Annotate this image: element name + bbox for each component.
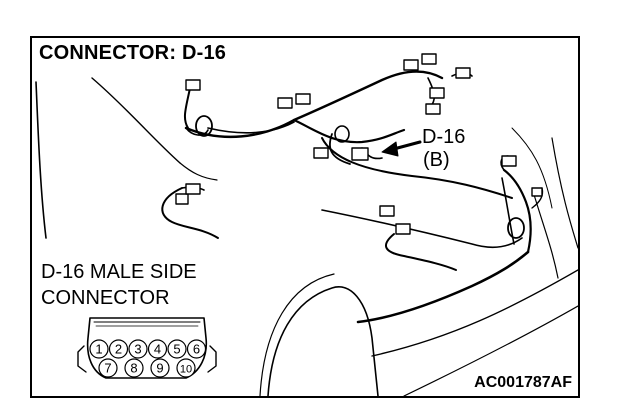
connector-block (425, 103, 441, 115)
wheel-arch-outline (259, 273, 335, 396)
connector-block (395, 223, 411, 235)
connector-block (313, 147, 329, 159)
body-panel-line (531, 187, 559, 279)
connector-pin-circle (186, 339, 207, 359)
connector-pin-number: 1 (95, 342, 102, 357)
connector-pin-circle (89, 339, 109, 359)
connector-pin-circle (128, 339, 148, 359)
connector-block (277, 97, 293, 109)
side-label-line2: CONNECTOR (41, 287, 170, 309)
wire-harness (184, 70, 444, 138)
body-panel-line (511, 127, 553, 209)
connector-block (175, 193, 189, 205)
wire-harness (161, 187, 219, 239)
connector-block (185, 183, 201, 195)
diagram-title: CONNECTOR: D-16 (39, 42, 227, 64)
connector-pin-circle (98, 358, 118, 378)
body-panel-line (35, 81, 47, 239)
wire-harness (328, 133, 351, 165)
connector-block (531, 187, 543, 197)
connector-block (501, 155, 517, 167)
body-panel-line (179, 162, 218, 181)
connector-pin-number: 10 (180, 364, 192, 376)
connector-pin-circle (150, 358, 170, 378)
connector-pin-number: 9 (156, 361, 163, 376)
wire-harness (502, 168, 532, 254)
connector-block (295, 93, 311, 105)
wire-harness (501, 177, 515, 245)
connector-pin-number: 6 (193, 342, 200, 357)
connector-block (185, 79, 201, 91)
connector-block (421, 53, 437, 65)
wire-harness (207, 121, 295, 134)
wire-harness (183, 87, 191, 129)
connector-pin-number: 2 (115, 342, 122, 357)
connector-block (455, 67, 471, 79)
side-label-line1: D-16 MALE SIDE (41, 261, 197, 283)
callout-arrow-head (381, 141, 399, 157)
connector-pin-circle (167, 339, 187, 359)
connector-pin-circle (176, 358, 196, 378)
connector-pin-number: 7 (104, 361, 111, 376)
connector-pin-number: 3 (134, 342, 141, 357)
connector-block (351, 147, 369, 161)
grommet (195, 115, 213, 137)
connector-block (429, 87, 445, 99)
fender-line (371, 269, 578, 357)
connector-block (403, 59, 419, 71)
figure-code: AC001787AF (474, 374, 572, 391)
callout-label-connector: D-16 (422, 126, 466, 148)
connector-pin-circle (108, 339, 129, 359)
body-panel-line (91, 77, 181, 164)
wire-harness (185, 127, 209, 136)
connector-pin-number: 8 (130, 361, 137, 376)
grommet (507, 217, 525, 239)
wire-harness (321, 209, 523, 249)
wheel-arch-outline (267, 286, 379, 396)
connector-block (379, 205, 395, 217)
connector-pin-circle (124, 358, 144, 378)
body-panel-line (551, 137, 578, 249)
connector-pin-number: 5 (173, 342, 180, 357)
callout-label-color: (B) (423, 149, 450, 171)
wire-harness (356, 250, 530, 324)
connector-pin-circle (147, 339, 168, 359)
wire-harness (321, 137, 513, 199)
grommet (334, 125, 350, 143)
connector-pin-number: 4 (154, 342, 161, 357)
fender-line (403, 305, 578, 396)
wire-harness (292, 118, 406, 144)
wire-harness (385, 233, 457, 271)
